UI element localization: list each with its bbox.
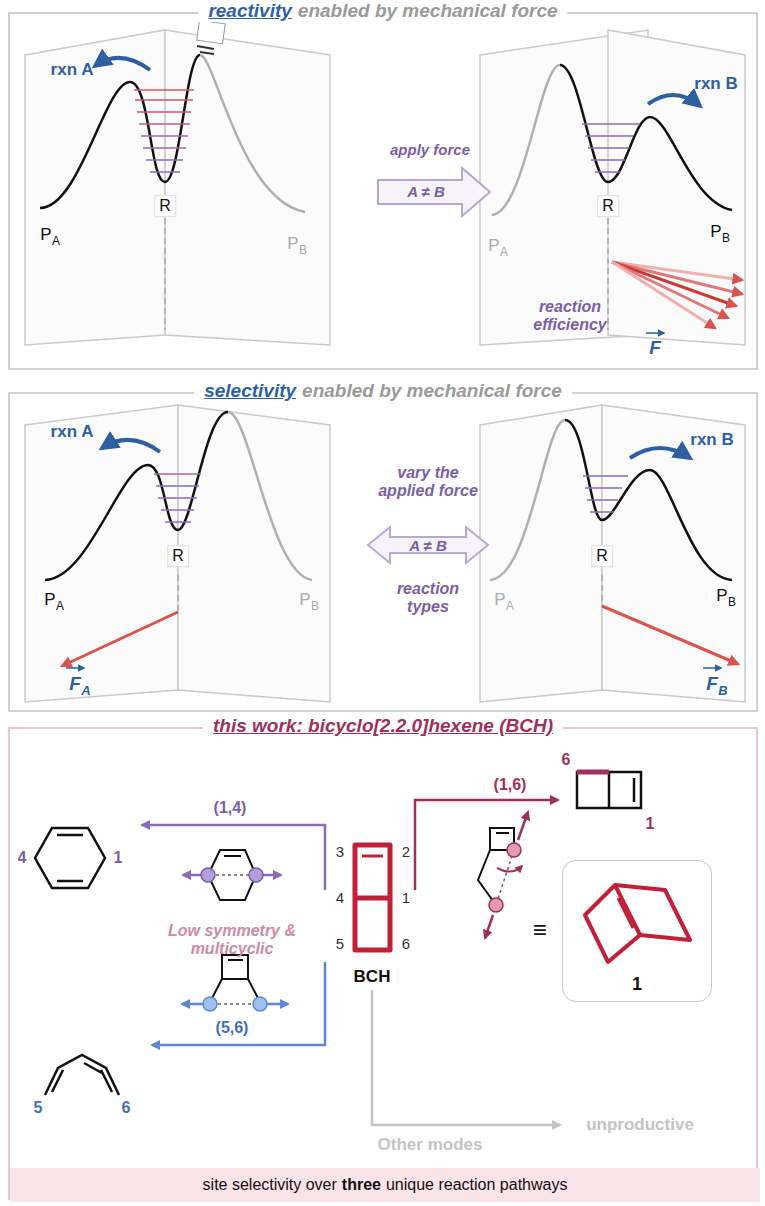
label: 3 [336, 844, 344, 861]
label: Low symmetry & multicyclic [157, 922, 307, 957]
label: P [716, 587, 727, 606]
panel-heading: selectivity enabled by mechanical force [194, 380, 572, 402]
label: 2 [402, 844, 410, 861]
summary-text: three [342, 1176, 381, 1194]
compound-number: 1 [632, 974, 642, 995]
panel-title: reactivity [208, 0, 291, 21]
label: P [710, 223, 721, 242]
label: rxn B [694, 75, 737, 94]
summary-text: unique reaction pathways [386, 1176, 567, 1194]
label: B [299, 244, 307, 257]
label: apply force [390, 142, 470, 159]
label: A ≠ B [409, 538, 447, 555]
label: rxn A [51, 61, 94, 80]
selectivity-panel: selectivityenabled by mechanical force [8, 392, 758, 712]
label: 4 [336, 890, 344, 907]
label: reaction efficiency [525, 298, 615, 333]
label: 4 [18, 849, 27, 867]
label: P [40, 226, 51, 245]
panel-title: selectivity [204, 380, 296, 401]
panel-title: this work: bicyclo[2.2.0]hexene (BCH) [213, 715, 553, 736]
label: 6 [122, 1099, 131, 1117]
label: vary the applied force [373, 464, 483, 499]
label: P [494, 591, 505, 610]
label: 1 [646, 815, 655, 833]
label: ≡ [533, 917, 547, 943]
label: A [52, 235, 60, 248]
label: rxn B [690, 431, 733, 450]
compound-box: 1 [562, 860, 712, 1002]
panel-title: enabled by mechanical force [298, 0, 558, 21]
label: (5,6) [216, 1019, 249, 1037]
reactivity-panel: reactivityenabled by mechanical force [8, 12, 758, 370]
label: unproductive [586, 1116, 694, 1135]
label: rxn A [51, 423, 94, 442]
label: (1,4) [214, 799, 247, 817]
label: F [69, 674, 81, 695]
summary-band: site selectivity over three unique reactio… [10, 1168, 760, 1202]
label: B [718, 684, 727, 698]
label: 6 [562, 751, 571, 769]
label: A ≠ B [407, 184, 445, 201]
label: A [56, 600, 64, 613]
label: R [154, 195, 176, 217]
label: R [591, 545, 613, 567]
label: (1,6) [494, 776, 527, 794]
label: B [722, 232, 730, 245]
label: Other modes [378, 1136, 483, 1155]
panel-heading: reactivity enabled by mechanical force [198, 0, 567, 22]
label: 5 [336, 936, 344, 953]
label: P [44, 591, 55, 610]
label: B [728, 596, 736, 609]
label: F [649, 338, 661, 359]
label: 1 [402, 890, 410, 907]
label: A [506, 600, 514, 613]
label: A [81, 684, 90, 698]
label: P [287, 235, 298, 254]
label: B [311, 600, 319, 613]
summary-text: site selectivity over [203, 1176, 337, 1194]
panel-title: enabled by mechanical force [302, 380, 562, 401]
label: R [597, 195, 619, 217]
label: reaction types [378, 580, 478, 615]
panel-heading: this work: bicyclo[2.2.0]hexene (BCH) [203, 715, 563, 737]
label: P [488, 237, 499, 256]
label: 1 [114, 849, 123, 867]
label: P [299, 591, 310, 610]
label: A [500, 246, 508, 259]
label: 6 [402, 936, 410, 953]
label: 5 [34, 1099, 43, 1117]
label: R [167, 545, 189, 567]
label: BCH [354, 968, 391, 987]
label: F [706, 674, 718, 695]
